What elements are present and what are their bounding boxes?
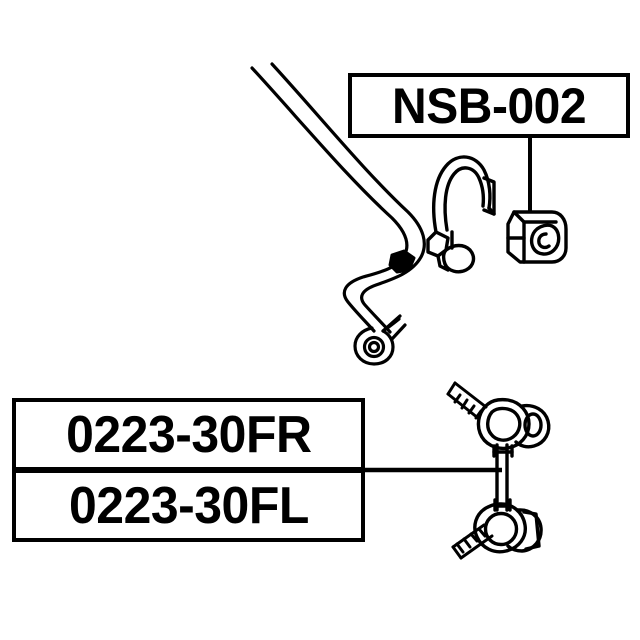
part-label-0223-30fl-text: 0223-30FL [68, 476, 309, 535]
bar-collar [388, 249, 416, 274]
part-label-0223-30fr[interactable]: 0223-30FR [12, 398, 365, 470]
link-shaft [495, 443, 509, 512]
bushing-bracket [426, 155, 496, 274]
part-label-0223-30fr-text: 0223-30FR [65, 405, 312, 464]
link-stud-bottom [451, 523, 494, 560]
part-label-nsb-002-text: NSB-002 [391, 77, 587, 134]
link-ball-joint-bottom [473, 498, 543, 554]
link-stud-top [446, 381, 488, 420]
part-label-nsb-002[interactable]: NSB-002 [348, 73, 630, 138]
link-ball-joint-top [476, 397, 551, 458]
bar-collar-highlight [394, 256, 406, 268]
part-label-0223-30fl[interactable]: 0223-30FL [12, 470, 365, 542]
rubber-bushing [506, 210, 568, 264]
bar-eye-end [353, 314, 407, 366]
